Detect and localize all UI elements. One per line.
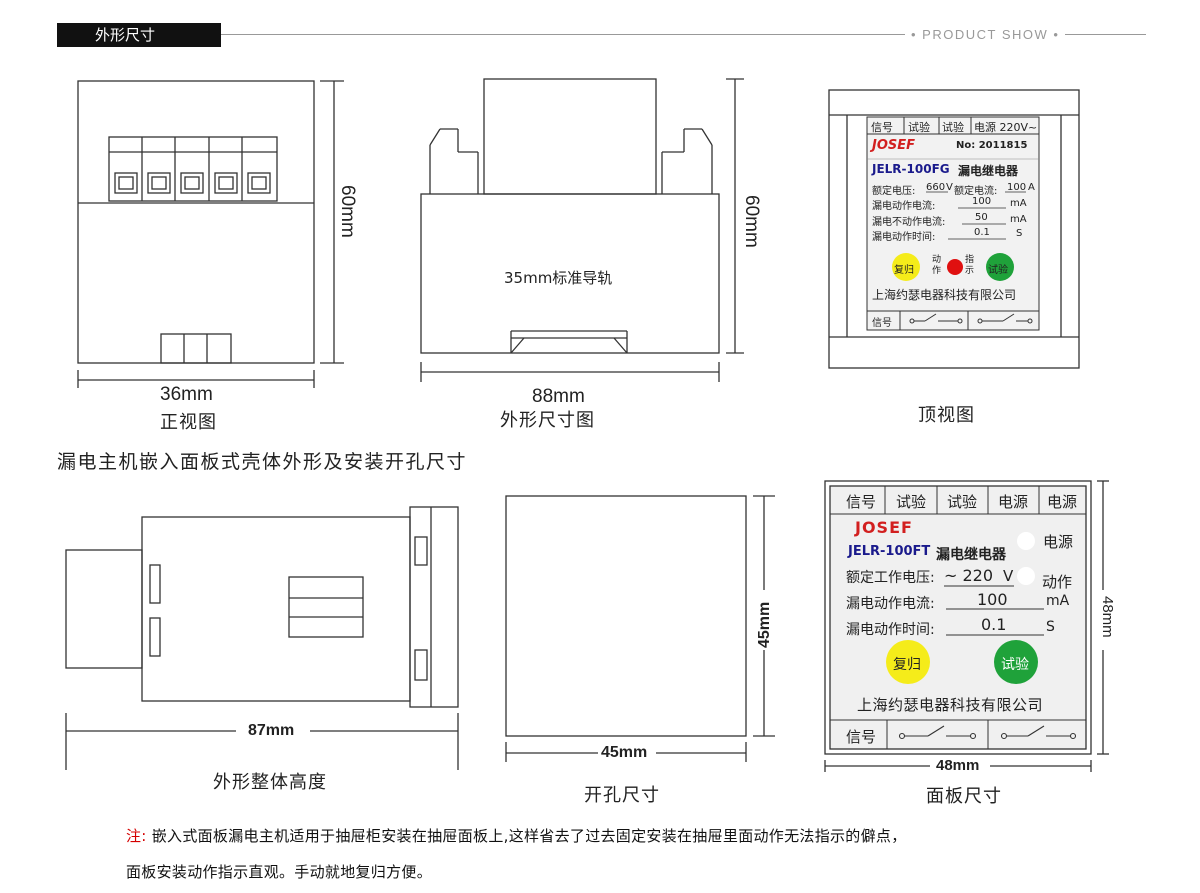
small-trip-time-label: 漏电动作时间: — [872, 232, 936, 243]
large-voltage-value: ~ 220 — [944, 566, 994, 585]
large-trip-current-unit: mA — [1046, 593, 1070, 609]
large-header-power-2: 电源 — [1047, 493, 1078, 511]
small-brand-logo: JOSEF — [872, 138, 916, 153]
large-reset-button-circle — [886, 640, 930, 684]
cutout-caption: 开孔尺寸 — [584, 785, 660, 806]
cutout-width-label: 45mm — [601, 744, 648, 761]
note-text-2: 面板安装动作指示直观。手动就地复归方便。 — [126, 863, 433, 881]
large-signal-label: 信号 — [846, 728, 877, 746]
action-led — [1017, 567, 1035, 585]
outline-width-label: 88mm — [532, 386, 585, 407]
large-brand-logo: JOSEF — [855, 518, 913, 537]
large-company-name: 上海约瑟电器科技有限公司 — [857, 696, 1044, 714]
panel-caption: 面板尺寸 — [926, 786, 1002, 807]
front-view-caption: 正视图 — [160, 412, 217, 433]
large-trip-current-value: 100 — [977, 590, 1008, 609]
small-rated-current-unit: A — [1028, 182, 1035, 193]
small-reset-button-circle — [892, 253, 920, 281]
front-view-drawing — [77, 80, 344, 388]
large-trip-current-label: 漏电动作电流: — [846, 596, 935, 612]
small-type: 漏电继电器 — [958, 164, 1019, 178]
front-height-label: 60mm — [337, 185, 358, 238]
panel-size-frame — [824, 480, 1109, 772]
rail-label: 35mm标准导轨 — [504, 269, 613, 287]
large-panel-face — [830, 486, 1086, 749]
front-width-label: 36mm — [160, 384, 213, 405]
outline-view-caption: 外形尺寸图 — [500, 410, 595, 431]
small-header-power: 电源 220V~ — [974, 121, 1038, 134]
small-rated-voltage-label: 额定电压: — [872, 186, 916, 197]
large-type: 漏电继电器 — [936, 547, 1006, 563]
header-divider — [221, 34, 1146, 35]
panel-width-label: 48mm — [936, 757, 980, 774]
side-width-label: 87mm — [248, 722, 295, 739]
small-rated-current-label: 额定电流: — [954, 186, 998, 197]
large-trip-time-label: 漏电动作时间: — [846, 622, 935, 638]
product-show-label: • PRODUCT SHOW • — [905, 27, 1066, 42]
large-header-power-1: 电源 — [998, 493, 1029, 511]
small-non-trip-label: 漏电不动作电流: — [872, 217, 946, 228]
large-voltage-label: 额定工作电压: — [846, 570, 935, 586]
vent-grill — [288, 576, 364, 638]
small-model: JELR-100FG — [872, 162, 950, 176]
side-view-caption: 外形整体高度 — [213, 772, 327, 793]
section-tab: 外形尺寸 — [57, 23, 221, 47]
small-indicator-label: 指示 — [965, 255, 975, 276]
power-led — [1017, 532, 1035, 550]
note-line-1: 注: 嵌入式面板漏电主机适用于抽屉柜安装在抽屉面板上,这样省去了过去固定安装在抽… — [126, 825, 907, 846]
small-indicator-led — [947, 259, 963, 275]
small-signal-label: 信号 — [872, 318, 892, 329]
large-action-label: 动作 — [1042, 573, 1073, 591]
small-contact-symbols — [909, 313, 1033, 324]
small-trip-current-unit: mA — [1010, 198, 1027, 209]
small-test-button: 试验 — [988, 265, 1008, 276]
small-header-test-1: 试验 — [908, 121, 930, 134]
small-trip-time-unit: S — [1016, 228, 1023, 239]
small-action-label: 动作 — [932, 255, 942, 276]
large-power-label: 电源 — [1043, 533, 1074, 551]
small-serial: No: 2011815 — [956, 140, 1028, 151]
small-rated-voltage-unit: V — [946, 182, 953, 193]
large-test-button-circle — [994, 640, 1038, 684]
large-trip-time-unit: S — [1046, 619, 1055, 635]
small-rated-current-value: 100 — [1007, 182, 1027, 193]
terminal-block — [108, 136, 278, 202]
small-non-trip-value: 50 — [975, 212, 988, 223]
bottom-terminals — [160, 333, 232, 364]
small-header-signal: 信号 — [871, 121, 893, 134]
small-reset-button: 复归 — [894, 265, 914, 276]
small-test-button-circle — [986, 253, 1014, 281]
small-non-trip-unit: mA — [1010, 214, 1027, 225]
top-view-drawing — [828, 89, 1080, 369]
section-title: 漏电主机嵌入面板式壳体外形及安装开孔尺寸 — [57, 451, 468, 473]
large-header-test-1: 试验 — [896, 493, 927, 511]
large-test-button: 试验 — [1001, 657, 1029, 673]
large-header-signal: 信号 — [846, 493, 877, 511]
small-trip-current-value: 100 — [972, 196, 992, 207]
side-height-drawing — [65, 506, 459, 770]
outline-view-drawing — [420, 78, 744, 382]
din-rail — [510, 330, 628, 354]
cutout-drawing — [505, 495, 775, 762]
large-header-test-2: 试验 — [947, 493, 978, 511]
large-voltage-unit: V — [1003, 567, 1014, 585]
small-panel-face — [866, 116, 1040, 331]
outline-height-label: 60mm — [741, 195, 762, 248]
large-trip-time-value: 0.1 — [981, 615, 1007, 634]
large-reset-button: 复归 — [893, 657, 921, 673]
large-model: JELR-100FT — [848, 544, 931, 559]
small-company-name: 上海约瑟电器科技有限公司 — [872, 288, 1017, 302]
panel-height-label: 48mm — [1099, 596, 1116, 638]
small-header-test-2: 试验 — [942, 121, 964, 134]
small-trip-current-label: 漏电动作电流: — [872, 201, 936, 212]
small-rated-voltage-value: 660 — [926, 182, 946, 193]
note-text-1: 嵌入式面板漏电主机适用于抽屉柜安装在抽屉面板上,这样省去了过去固定安装在抽屉里面… — [146, 827, 907, 845]
small-trip-time-value: 0.1 — [974, 227, 990, 238]
top-view-caption: 顶视图 — [918, 405, 975, 426]
cutout-height-label: 45mm — [756, 601, 773, 648]
note-prefix: 注: — [126, 827, 147, 845]
large-contact-symbols — [898, 725, 1077, 740]
